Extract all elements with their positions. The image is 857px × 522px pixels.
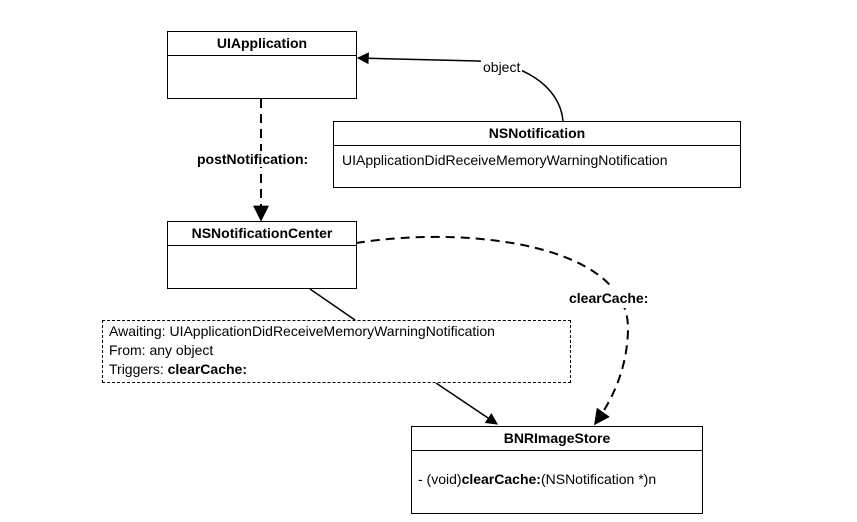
clear-cache-label: clearCache: <box>569 288 649 308</box>
image-store-method: - (void)clearCache:(NSNotification *)n <box>412 451 702 507</box>
note-to-store-arrow <box>435 382 498 425</box>
notification-center-box: NSNotificationCenter <box>167 221 357 289</box>
image-store-title: BNRImageStore <box>412 427 702 451</box>
awaiting-label: Awaiting: <box>109 323 170 339</box>
nsnotification-title: NSNotification <box>334 122 740 146</box>
note-awaiting-line: Awaiting: UIApplicationDidReceiveMemoryW… <box>109 322 564 341</box>
post-notification-label: postNotification: <box>197 151 309 167</box>
method-suffix: (NSNotification *)n <box>540 471 657 487</box>
notification-center-title: NSNotificationCenter <box>168 222 356 246</box>
uiapplication-title: UIApplication <box>168 32 356 56</box>
method-prefix: - (void) <box>418 471 462 487</box>
awaiting-value: UIApplicationDidReceiveMemoryWarningNoti… <box>169 323 495 339</box>
triggers-value: clearCache: <box>167 361 247 377</box>
nsnotification-name: UIApplicationDidReceiveMemoryWarningNoti… <box>342 152 668 168</box>
method-name: clearCache: <box>461 471 541 487</box>
note-connector <box>309 288 356 321</box>
object-label: object <box>481 59 523 75</box>
from-value: any object <box>149 342 214 358</box>
object-connector <box>356 52 564 122</box>
uiapplication-box: UIApplication <box>167 31 357 99</box>
from-label: From: <box>109 342 150 358</box>
note-triggers-line: Triggers: clearCache: <box>109 360 564 379</box>
image-store-box: BNRImageStore - (void)clearCache:(NSNoti… <box>411 426 703 514</box>
note-from-line: From: any object <box>109 341 564 360</box>
observer-note: Awaiting: UIApplicationDidReceiveMemoryW… <box>102 320 571 383</box>
nsnotification-box: NSNotification UIApplicationDidReceiveMe… <box>333 121 741 188</box>
triggers-label: Triggers: <box>109 361 168 377</box>
